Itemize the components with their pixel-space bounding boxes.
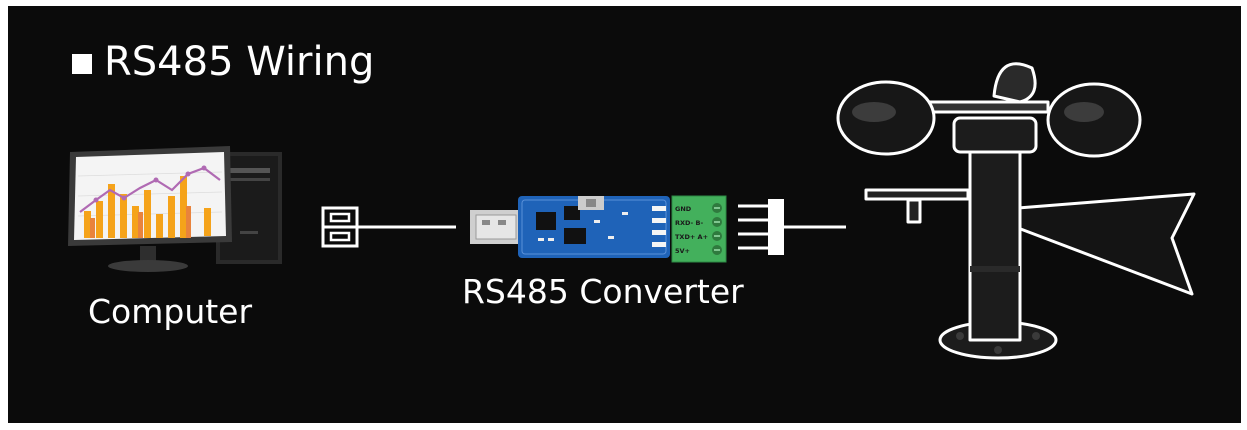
usb-plug-icon	[470, 210, 520, 244]
diagram-title: RS485 Wiring	[72, 34, 374, 90]
converter-label: RS485 Converter	[462, 272, 744, 311]
pin-gnd-label: GND	[675, 205, 692, 213]
wiring-diagram: GND RXD- B- TXD+ A+ 5V+	[68, 62, 1196, 360]
computer-label: Computer	[88, 292, 253, 331]
anemometer-icon	[836, 62, 1196, 360]
usb-port-icon	[321, 206, 359, 248]
terminal-block-icon: GND RXD- B- TXD+ A+ 5V+	[671, 195, 727, 263]
pin-header-icon	[738, 199, 784, 255]
computer-monitor-icon	[68, 146, 232, 272]
pin-5v-label: 5V+	[675, 247, 690, 255]
diagram-title-text: RS485 Wiring	[104, 39, 375, 85]
pin-b-label: RXD- B-	[675, 219, 703, 227]
pin-a-label: TXD+ A+	[675, 233, 708, 241]
diagram-panel: GND RXD- B- TXD+ A+ 5V+	[8, 6, 1241, 423]
title-bullet-icon	[72, 54, 92, 74]
converter-board-icon	[518, 196, 670, 258]
